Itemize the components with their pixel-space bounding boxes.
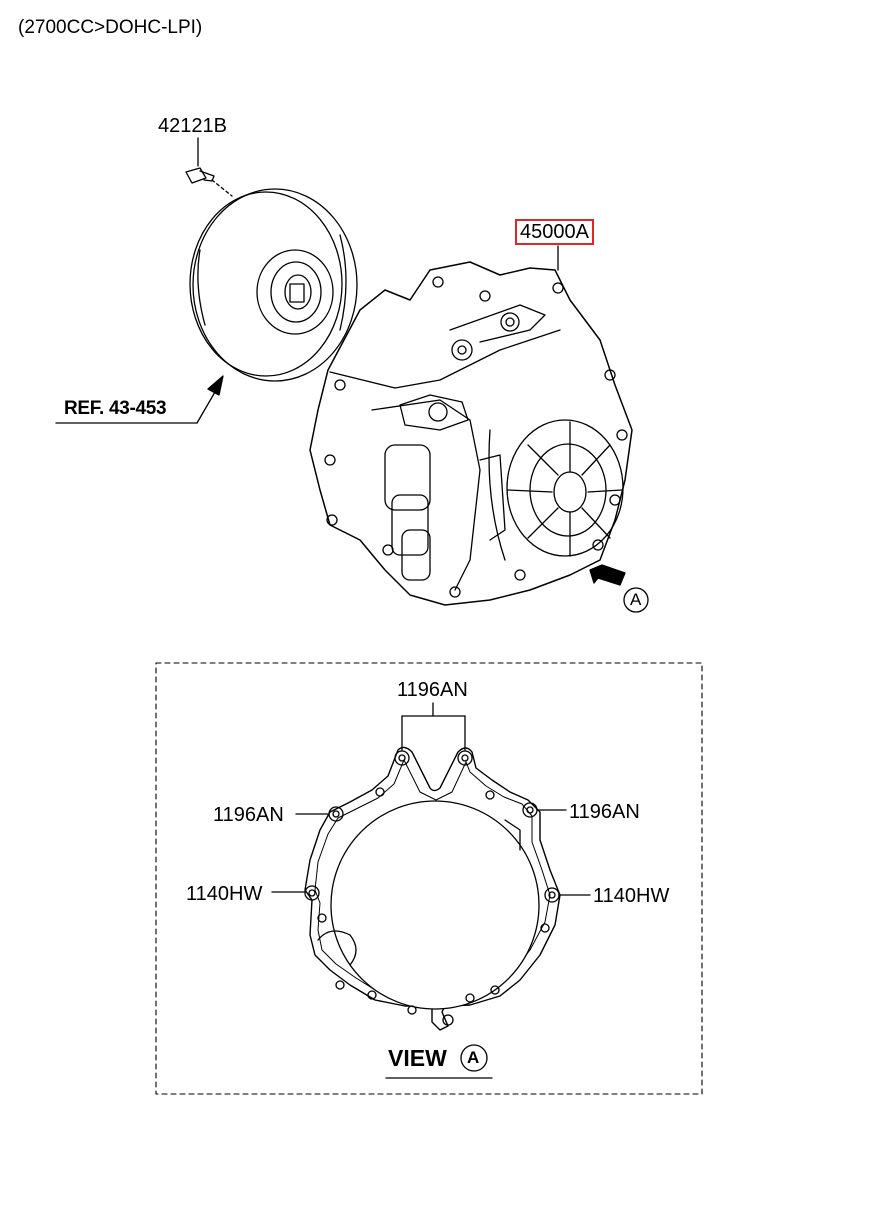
view-a-frame <box>155 662 703 1095</box>
engine-code-label: (2700CC>DOHC-LPI) <box>18 17 203 38</box>
part-number-1140hw-right[interactable]: 1140HW <box>593 885 670 907</box>
part-number-1196an-top[interactable]: 1196AN <box>397 679 468 701</box>
view-a-title: VIEW <box>388 1045 447 1071</box>
view-a-marker: A <box>630 590 642 609</box>
bolt-42121b-icon <box>185 137 233 197</box>
reference-43-453[interactable]: REF. 43-453 <box>64 398 167 419</box>
part-number-45000a[interactable]: 45000A <box>515 219 594 245</box>
part-number-1140hw-left[interactable]: 1140HW <box>186 883 263 905</box>
view-a-arrow-icon <box>589 564 649 613</box>
part-number-1196an-right[interactable]: 1196AN <box>569 801 640 823</box>
ref-arrow-icon <box>55 375 224 424</box>
view-a-title-marker: A <box>467 1048 480 1067</box>
torque-converter-icon <box>189 188 358 382</box>
transaxle-assembly-icon <box>309 261 633 606</box>
bell-housing-gasket-icon <box>304 746 561 1031</box>
part-number-42121b[interactable]: 42121B <box>158 115 227 137</box>
part-number-1196an-left[interactable]: 1196AN <box>213 804 284 826</box>
